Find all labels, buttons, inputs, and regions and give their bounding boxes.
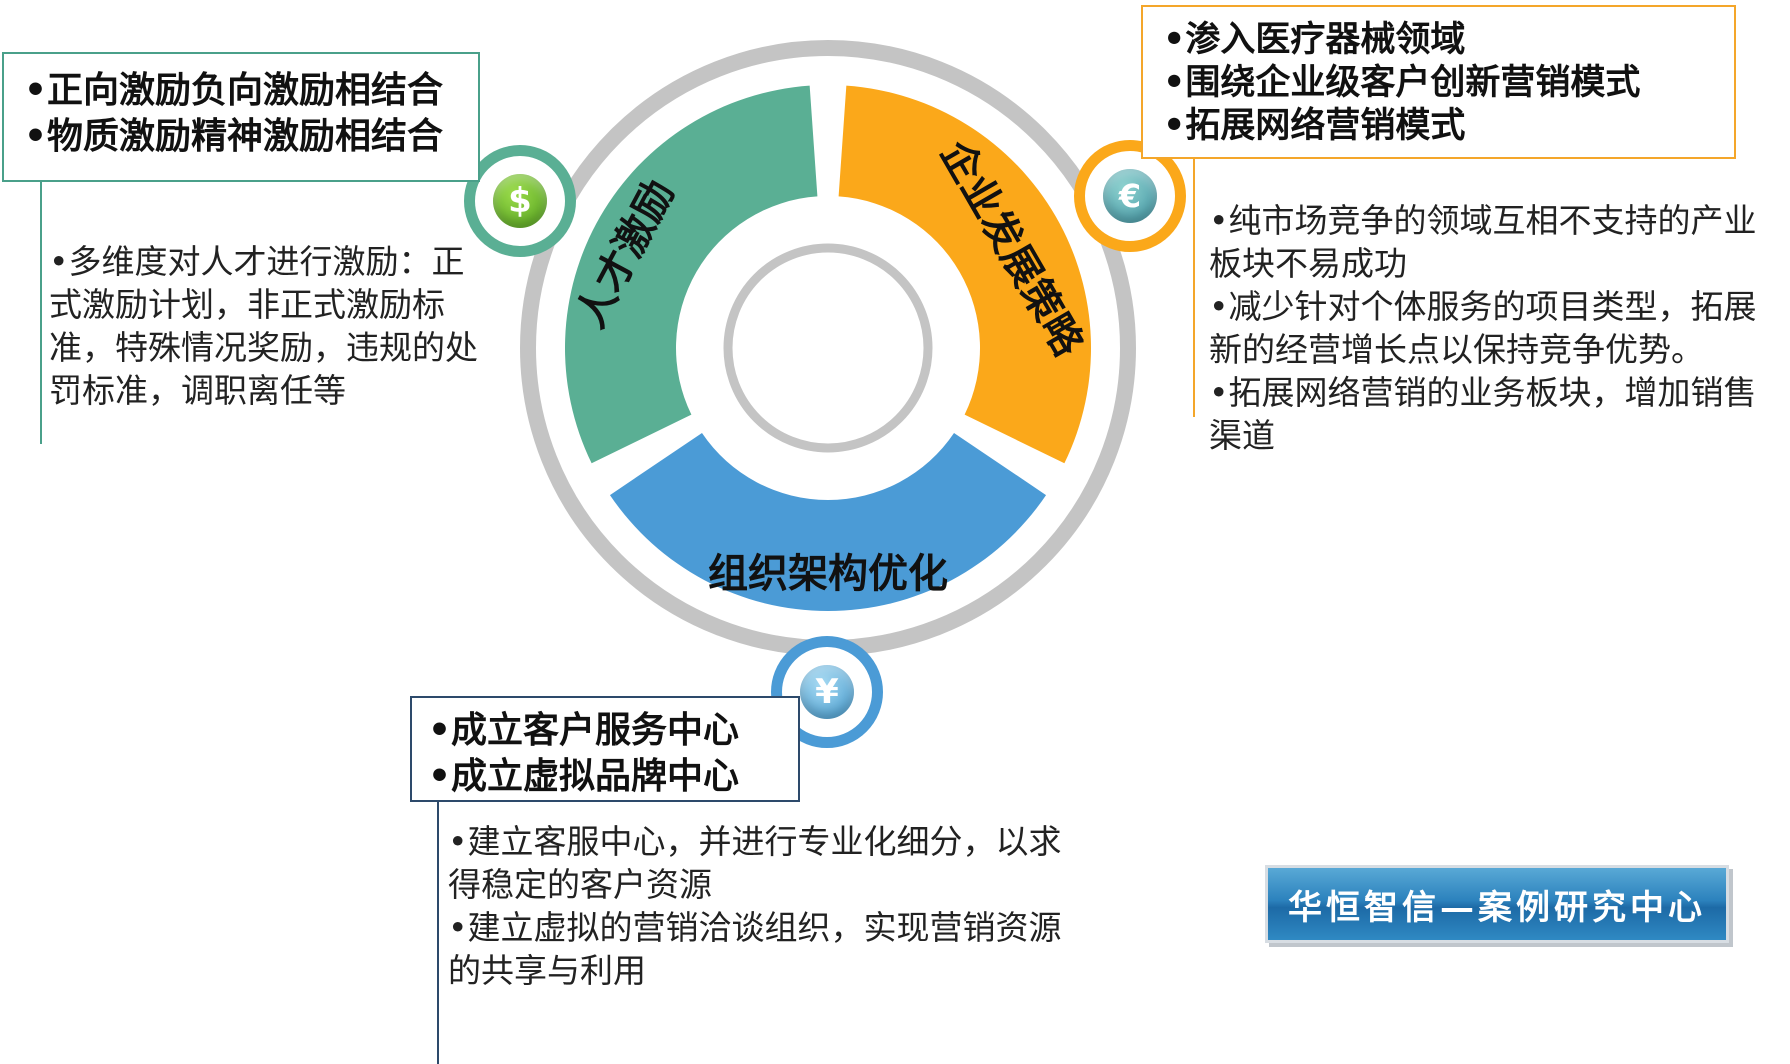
talent-description: •多维度对人才进行激励：正式激励计划，非正式激励标准，特殊情况奖励，违规的处罚标… bbox=[49, 242, 478, 410]
dollar-badge: $ bbox=[464, 145, 576, 257]
talent-highlight-box: •正向激励负向激励相结合 •物质激励精神激励相结合 bbox=[2, 52, 480, 182]
strategy-highlight-line: •渗入医疗器械领域 bbox=[1163, 20, 1466, 60]
strategy-highlight-line: •拓展网络营销模式 bbox=[1163, 106, 1466, 146]
talent-highlight-line: •物质激励精神激励相结合 bbox=[24, 116, 444, 157]
segment-label-organization: 组织架构优化 bbox=[708, 551, 948, 597]
org-connector bbox=[437, 802, 439, 1064]
talent-connector bbox=[40, 182, 42, 444]
org-highlight-line: •成立虚拟品牌中心 bbox=[428, 756, 740, 797]
strategy-connector bbox=[1193, 159, 1195, 417]
yen-icon: ¥ bbox=[800, 665, 854, 719]
segment-strategy bbox=[838, 85, 1091, 464]
org-highlight-box: •成立客户服务中心 •成立虚拟品牌中心 bbox=[410, 696, 800, 802]
brand-banner: 华恒智信—案例研究中心 bbox=[1265, 865, 1729, 943]
yen-badge: ¥ bbox=[771, 636, 883, 748]
euro-icon: € bbox=[1103, 169, 1157, 223]
segment-organization bbox=[609, 432, 1047, 611]
org-description: •建立客服中心，并进行专业化细分，以求得稳定的客户资源 •建立虚拟的营销洽谈组织… bbox=[448, 822, 1062, 990]
strategy-highlight-box: •渗入医疗器械领域 •围绕企业级客户创新营销模式 •拓展网络营销模式 bbox=[1141, 5, 1736, 159]
dollar-icon: $ bbox=[493, 174, 547, 228]
strategy-description: •纯市场竞争的领域互相不支持的产业板块不易成功 •减少针对个体服务的项目类型，拓… bbox=[1209, 201, 1757, 455]
talent-highlight-line: •正向激励负向激励相结合 bbox=[24, 70, 444, 111]
inner-gray-ring bbox=[723, 243, 933, 453]
org-highlight-line: •成立客户服务中心 bbox=[428, 710, 740, 751]
strategy-highlight-line: •围绕企业级客户创新营销模式 bbox=[1163, 63, 1641, 103]
segment-talent bbox=[565, 85, 818, 464]
